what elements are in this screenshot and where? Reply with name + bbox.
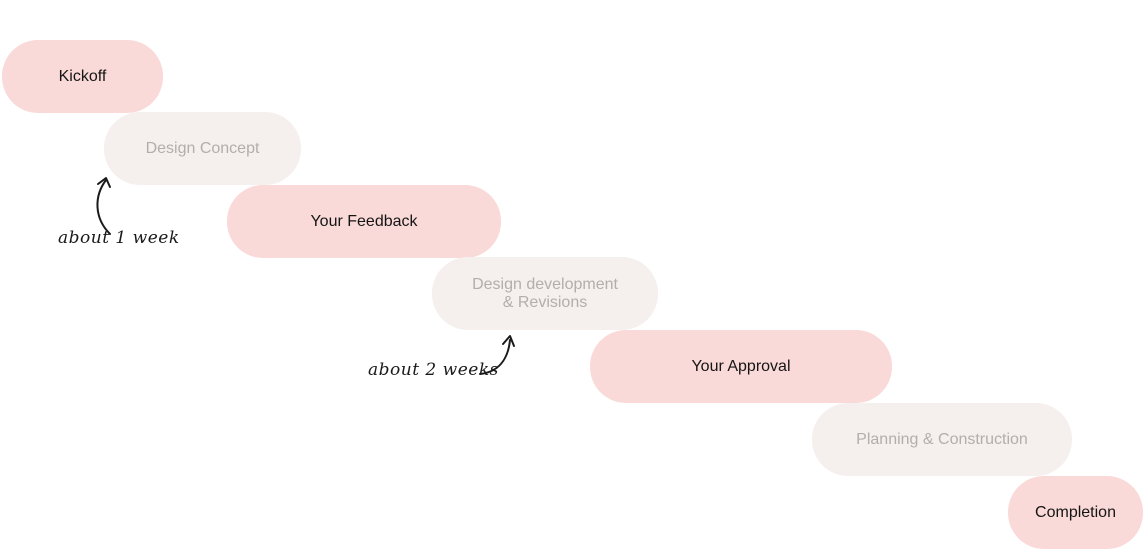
step-label: Design Concept [145,139,260,157]
annotation-arrow-2-icon [479,335,515,375]
step-kickoff: Kickoff [2,40,163,113]
step-design-development-revisions: Design development & Revisions [432,257,658,330]
step-label: Completion [1035,503,1116,521]
step-completion: Completion [1008,476,1143,549]
step-your-approval: Your Approval [590,330,892,403]
step-label: Design development & Revisions [472,275,618,311]
step-label: Your Approval [691,357,791,375]
annotation-about-2-weeks: about 2 weeks [368,360,499,380]
step-label: Planning & Construction [856,430,1028,448]
step-label: Your Feedback [310,212,418,230]
step-your-feedback: Your Feedback [227,185,501,258]
annotation-arrow-1-icon [96,177,111,235]
annotation-about-1-week: about 1 week [58,228,180,248]
step-planning-construction: Planning & Construction [812,403,1072,476]
step-label: Kickoff [58,67,107,85]
step-design-concept: Design Concept [104,112,301,185]
